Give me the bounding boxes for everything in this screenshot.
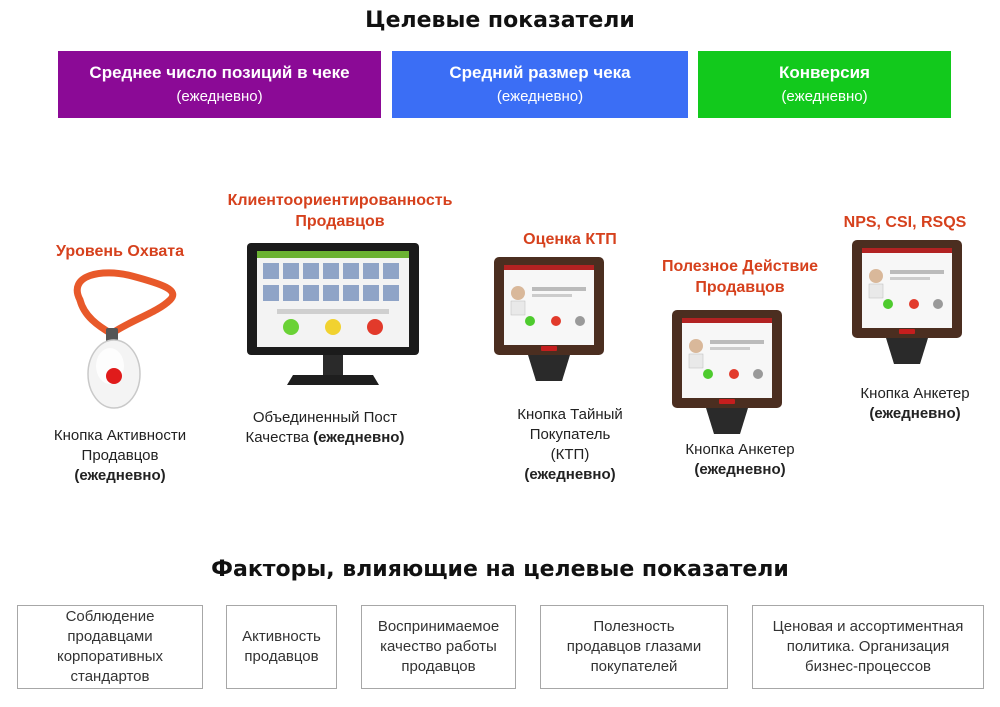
- factor-line: Активность: [242, 628, 321, 645]
- factor-line: корпоративных: [56, 648, 164, 665]
- device-label-nps: NPS, CSI, RSQS: [843, 214, 967, 231]
- factor-box-activity: Активность продавцов: [226, 605, 337, 689]
- factor-line: продавцами: [67, 628, 153, 645]
- tablet-kiosk-icon: [494, 257, 604, 381]
- monitor-terminal-icon: [247, 243, 419, 385]
- caption-text: Кнопка Тайный: [517, 406, 623, 423]
- factor-line: продавцов глазами: [566, 638, 702, 655]
- tablet-kiosk-icon: [672, 310, 782, 434]
- factor-line: покупателей: [590, 658, 678, 675]
- factor-line: стандартов: [70, 668, 150, 685]
- device-caption-questionnaire-1: Кнопка Анкетер (ежедневно): [640, 440, 840, 480]
- factor-box-standards: Соблюдение продавцами корпоративных стан…: [17, 605, 203, 689]
- caption-text: Кнопка Активности Продавцов: [53, 427, 187, 464]
- caption-period: (ежедневно): [869, 405, 961, 422]
- factors-title: Факторы, влияющие на целевые показатели: [211, 557, 789, 582]
- factor-line: продавцов: [401, 658, 476, 675]
- factor-line: бизнес-процессов: [804, 658, 932, 675]
- factor-box-pricing-policy: Ценовая и ассортиментная политика. Орган…: [752, 605, 984, 689]
- kpi-name: Средний размер чека: [449, 62, 631, 82]
- kpi-box-avg-items: Среднее число позиций в чеке (ежедневно): [58, 51, 381, 118]
- device-caption-activity-button: Кнопка Активности Продавцов (ежедневно): [20, 426, 220, 486]
- factor-line: Ценовая и ассортиментная: [772, 618, 964, 635]
- kpi-period: (ежедневно): [781, 87, 868, 105]
- device-caption-quality-post: Объединенный Пост Качества (ежедневно): [215, 408, 435, 448]
- caption-period: (ежедневно): [694, 461, 786, 478]
- device-caption-questionnaire-2: Кнопка Анкетер (ежедневно): [815, 384, 1000, 424]
- factor-line: продавцов: [244, 648, 319, 665]
- device-label-useful-action: Полезное Действие Продавцов: [640, 256, 840, 298]
- caption-text: Покупатель: [529, 426, 611, 443]
- device-label-reach: Уровень Охвата: [56, 243, 184, 260]
- kpi-name: Среднее число позиций в чеке: [89, 62, 350, 82]
- caption-text: Качества: [245, 429, 309, 446]
- caption-period: (ежедневно): [524, 466, 616, 483]
- label-line: Продавцов: [695, 279, 785, 296]
- kpi-name: Конверсия: [779, 62, 870, 82]
- kpi-period: (ежедневно): [176, 87, 263, 105]
- caption-period: (ежедневно): [74, 467, 166, 484]
- page-title: Целевые показатели: [365, 8, 635, 33]
- device-label-ktp-rating: Оценка КТП: [523, 231, 617, 248]
- device-caption-mystery-shopper: Кнопка Тайный Покупатель (КТП) (ежедневн…: [470, 405, 670, 485]
- label-line: Полезное Действие: [661, 258, 819, 275]
- kpi-box-conversion: Конверсия (ежедневно): [698, 51, 951, 118]
- factor-line: Соблюдение: [65, 608, 155, 625]
- factor-box-perceived-quality: Воспринимаемое качество работы продавцов: [361, 605, 516, 689]
- caption-period: (ежедневно): [313, 429, 405, 446]
- caption-text: (КТП): [550, 446, 590, 463]
- caption-text: Объединенный Пост: [252, 409, 398, 426]
- label-line: Клиентоориентированность: [227, 192, 453, 209]
- kpi-box-avg-check: Средний размер чека (ежедневно): [392, 51, 688, 118]
- pendant-button-icon: [73, 269, 177, 409]
- device-label-client-orientation: Клиентоориентированность Продавцов: [210, 190, 470, 232]
- factor-line: политика. Организация: [786, 638, 950, 655]
- caption-text: Кнопка Анкетер: [860, 385, 970, 402]
- caption-text: Кнопка Анкетер: [685, 441, 795, 458]
- factor-line: качество работы: [380, 638, 497, 655]
- factor-box-usefulness: Полезность продавцов глазами покупателей: [540, 605, 728, 689]
- factor-line: Воспринимаемое: [377, 618, 500, 635]
- label-line: Продавцов: [295, 213, 385, 230]
- factor-line: Полезность: [593, 618, 675, 635]
- kpi-period: (ежедневно): [496, 87, 584, 105]
- tablet-kiosk-icon: [852, 240, 962, 364]
